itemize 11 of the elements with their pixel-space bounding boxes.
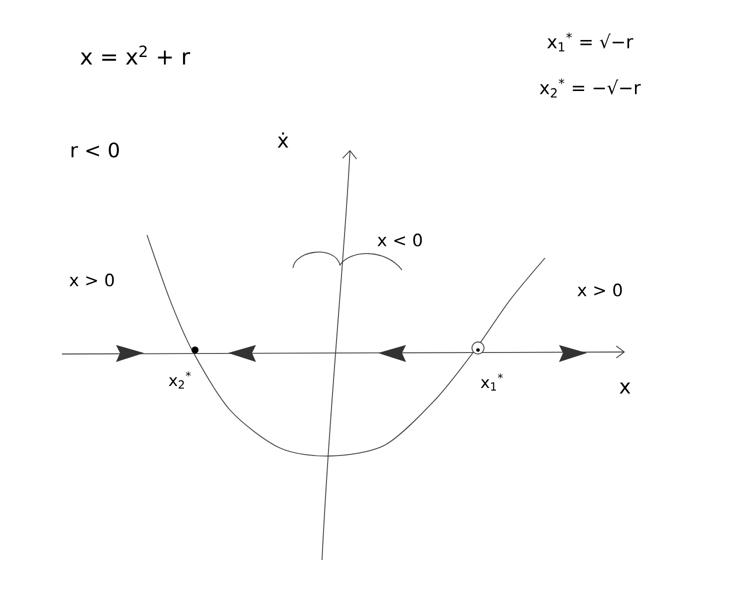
fixed-point-label: x$_{2}$* [168,371,191,389]
fixed-point-formula: x$_{1}$$^{*}$ = √−r [547,32,634,52]
axis-label: x [620,382,630,394]
region-label: x > 0 [578,284,622,296]
equation: x = x$^{2}$ + r [80,46,190,64]
region-label: x < 0 [378,234,422,246]
region-label: x > 0 [70,274,114,286]
fixed-point-formula: x$_{2}$$^{*}$ = −√−r [540,78,641,98]
fixed-point-label: x$_{1}$* [480,373,503,391]
axis-label: ẋ [278,132,288,148]
condition-label: r < 0 [72,142,119,158]
